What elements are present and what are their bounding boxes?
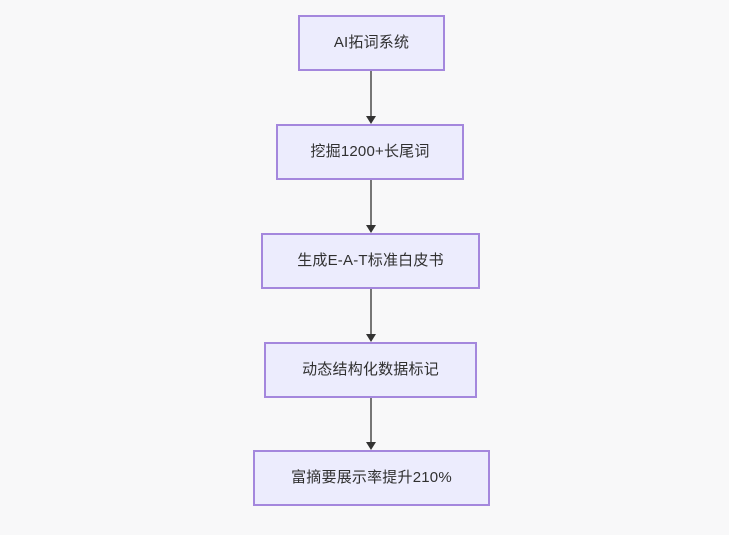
flow-node-label: 生成E-A-T标准白皮书 [297, 252, 444, 269]
connector-line [370, 180, 372, 225]
flow-node-mine-longtail-keywords[interactable]: 挖掘1200+长尾词 [276, 124, 464, 180]
flow-node-label: 动态结构化数据标记 [302, 361, 439, 378]
flow-node-dynamic-structured-data-markup[interactable]: 动态结构化数据标记 [264, 342, 477, 398]
flow-node-ai-keyword-system[interactable]: AI拓词系统 [298, 15, 445, 71]
arrow-down-icon [366, 116, 376, 124]
flow-node-label: AI拓词系统 [333, 34, 410, 51]
flow-node-generate-eat-whitepaper[interactable]: 生成E-A-T标准白皮书 [261, 233, 480, 289]
connector-line [370, 398, 372, 442]
connector-line [370, 289, 372, 334]
flow-node-label: 挖掘1200+长尾词 [310, 143, 430, 160]
flow-node-rich-snippet-impression-uplift[interactable]: 富摘要展示率提升210% [253, 450, 490, 506]
arrow-down-icon [366, 334, 376, 342]
arrow-down-icon [366, 442, 376, 450]
flow-node-label: 富摘要展示率提升210% [291, 469, 452, 486]
arrow-down-icon [366, 225, 376, 233]
connector-line [370, 71, 372, 116]
